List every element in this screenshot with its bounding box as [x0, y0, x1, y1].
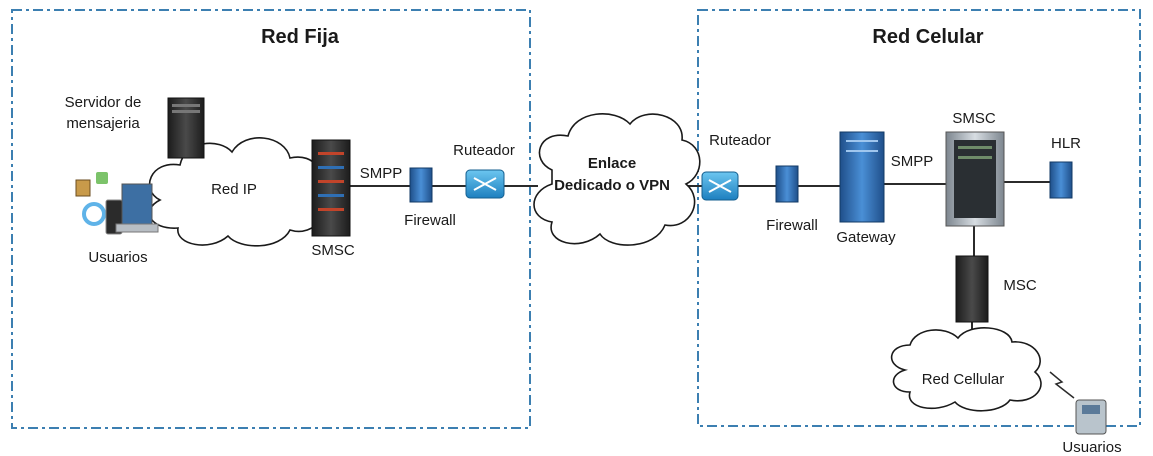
server-tower-icon: [167, 97, 205, 159]
fixed-network-title: Red Fija: [261, 26, 340, 48]
smsc-left-icon: [311, 139, 351, 237]
vpn-label-line1: Enlace: [588, 155, 636, 172]
msc-label: MSC: [1003, 277, 1037, 294]
smsc-right-icon: [945, 131, 1005, 227]
cellular-network-title: Red Celular: [872, 26, 983, 48]
smsc-right-label: SMSC: [952, 110, 996, 127]
gateway-icon: [839, 131, 885, 223]
firewall-right-label: Firewall: [766, 217, 818, 234]
msc-icon: [955, 255, 989, 323]
hlr-label: HLR: [1051, 135, 1081, 152]
router-icon: [465, 169, 505, 199]
smpp-left-label: SMPP: [360, 165, 403, 182]
users-left-label: Usuarios: [88, 249, 147, 266]
smsc-left-label: SMSC: [311, 242, 355, 259]
firewall-icon: [775, 165, 799, 203]
users-right-label: Usuarios: [1062, 439, 1121, 456]
mobile-phone-icon: [1075, 399, 1107, 435]
server-label-line1: Servidor de: [65, 94, 142, 111]
red-cellular-cloud: Red Cellular: [890, 327, 1042, 412]
sync-icon: [82, 202, 106, 226]
cellular-network-zone: [697, 9, 1141, 427]
chat-icon: [96, 172, 108, 184]
smpp-right-label: SMPP: [891, 153, 934, 170]
router-left-label: Ruteador: [453, 142, 515, 159]
router-icon: [701, 171, 739, 201]
contact-book-icon: [75, 179, 91, 197]
server-label-line2: mensajeria: [66, 115, 140, 132]
gateway-label: Gateway: [836, 229, 896, 246]
red-cellular-label: Red Cellular: [922, 371, 1005, 388]
vpn-label-line2: Dedicado o VPN: [554, 177, 670, 194]
radio-waves-icon: [1049, 371, 1075, 399]
router-right-label: Ruteador: [709, 132, 771, 149]
firewall-icon: [409, 167, 433, 203]
laptop-icon: [115, 183, 159, 233]
fixed-network-zone: [11, 9, 531, 429]
vpn-cloud: Enlace Dedicado o VPN: [533, 113, 701, 246]
users-devices-group: [75, 172, 159, 235]
firewall-left-label: Firewall: [404, 212, 456, 229]
hlr-icon: [1049, 161, 1073, 199]
red-ip-label: Red IP: [211, 181, 257, 198]
